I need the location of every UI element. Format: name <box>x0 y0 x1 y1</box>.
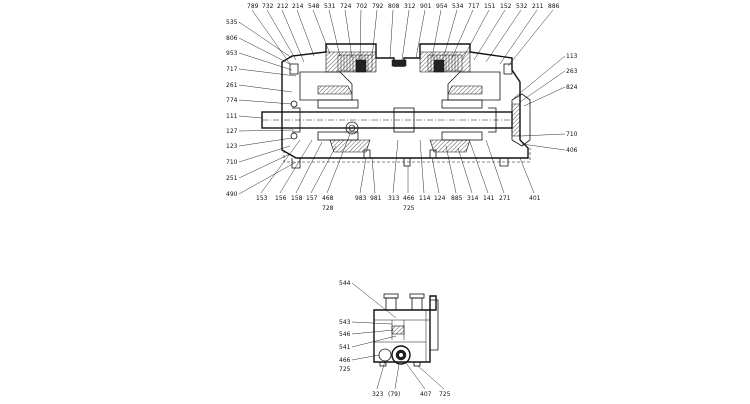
label-728: 728 <box>322 205 334 212</box>
label-717: 717 <box>468 3 480 10</box>
leaders-right <box>513 55 566 151</box>
label-702: 702 <box>356 3 368 10</box>
label-710-right: 710 <box>566 131 578 138</box>
label-724: 724 <box>340 3 352 10</box>
label-544: 544 <box>339 280 351 287</box>
label-141: 141 <box>483 195 495 202</box>
label-725: 725 <box>403 205 415 212</box>
label-79: (79) <box>388 391 400 398</box>
detail-labels-bottom: 323 (79) 407 725 <box>372 391 451 398</box>
label-548: 548 <box>308 3 320 10</box>
label-717-left: 717 <box>226 66 238 73</box>
label-124: 124 <box>434 195 446 202</box>
detail-labels-left: 544 543 546 541 466 725 <box>339 280 351 373</box>
label-546: 546 <box>339 331 351 338</box>
label-214: 214 <box>292 3 304 10</box>
label-251: 251 <box>226 175 238 182</box>
label-824: 824 <box>566 84 578 91</box>
label-151: 151 <box>484 3 496 10</box>
label-158: 158 <box>291 195 303 202</box>
label-314: 314 <box>467 195 479 202</box>
labels-bottom: 153 156 158 157 468 728 983 981 313 466 … <box>256 195 541 212</box>
label-806: 806 <box>226 35 238 42</box>
leaders-bottom <box>260 133 535 194</box>
label-407: 407 <box>420 391 432 398</box>
label-983: 983 <box>355 195 367 202</box>
label-111: 111 <box>226 113 238 120</box>
detail-view <box>373 293 439 367</box>
pump-cross-section <box>261 43 531 169</box>
label-313: 313 <box>388 195 400 202</box>
leaders-left <box>238 21 297 195</box>
label-263: 263 <box>566 68 578 75</box>
label-885: 885 <box>451 195 463 202</box>
label-152: 152 <box>500 3 512 10</box>
labels-right: 113 263 824 710 406 <box>566 53 578 154</box>
label-466: 466 <box>403 195 415 202</box>
label-789: 789 <box>247 3 259 10</box>
label-211: 211 <box>532 3 544 10</box>
label-981: 981 <box>370 195 382 202</box>
label-954: 954 <box>436 3 448 10</box>
label-114: 114 <box>419 195 431 202</box>
label-534: 534 <box>452 3 464 10</box>
detail-leaders-bottom <box>376 360 445 390</box>
leaders-top <box>251 9 554 67</box>
label-732: 732 <box>262 3 274 10</box>
label-531: 531 <box>324 3 336 10</box>
label-725-detail: 725 <box>339 366 351 373</box>
label-261: 261 <box>226 82 238 89</box>
label-792: 792 <box>372 3 384 10</box>
label-490: 490 <box>226 191 238 198</box>
label-156: 156 <box>275 195 287 202</box>
label-271: 271 <box>499 195 511 202</box>
label-466-detail: 466 <box>339 357 351 364</box>
label-157: 157 <box>306 195 318 202</box>
label-535: 535 <box>226 19 238 26</box>
detail-leaders-left <box>351 282 397 361</box>
label-406: 406 <box>566 147 578 154</box>
label-886: 886 <box>548 3 560 10</box>
label-123: 123 <box>226 143 238 150</box>
label-323: 323 <box>372 391 384 398</box>
label-468: 468 <box>322 195 334 202</box>
label-901: 901 <box>420 3 432 10</box>
label-725-detail-bottom: 725 <box>439 391 451 398</box>
label-127: 127 <box>226 128 238 135</box>
label-543: 543 <box>339 319 351 326</box>
label-541: 541 <box>339 344 351 351</box>
label-153: 153 <box>256 195 268 202</box>
label-312: 312 <box>404 3 416 10</box>
label-532: 532 <box>516 3 528 10</box>
main-shaft <box>261 107 513 133</box>
label-774: 774 <box>226 97 238 104</box>
label-953: 953 <box>226 50 238 57</box>
labels-top: 789 732 212 214 548 531 724 702 792 808 … <box>247 3 560 10</box>
labels-left: 535 806 953 717 261 774 111 127 123 710 … <box>226 19 238 198</box>
label-808: 808 <box>388 3 400 10</box>
label-113: 113 <box>566 53 578 60</box>
label-212: 212 <box>277 3 289 10</box>
label-710-left: 710 <box>226 159 238 166</box>
label-401: 401 <box>529 195 541 202</box>
